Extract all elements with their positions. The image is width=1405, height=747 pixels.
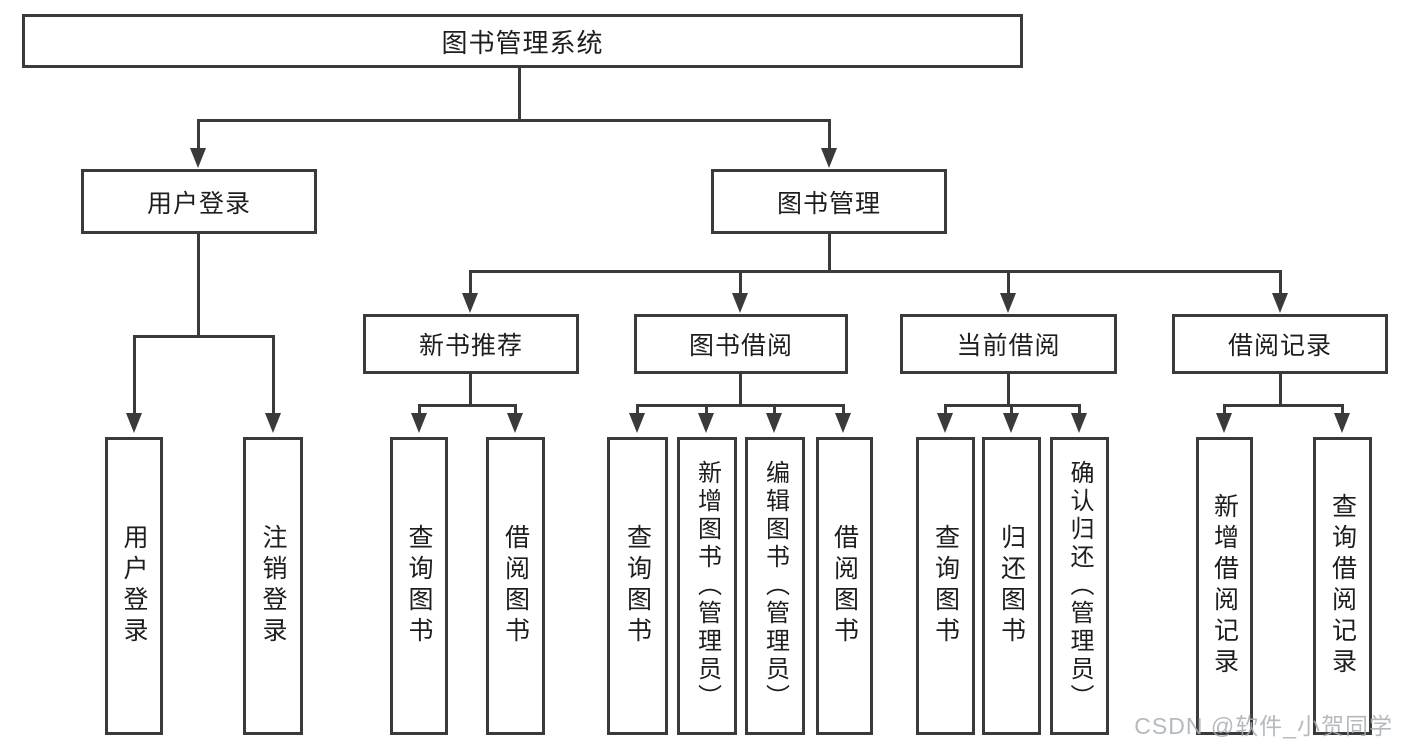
leaf-label: 编辑图书（管理员） [761,460,789,712]
leaf-add-borrow-record: 新增借阅记录 [1196,437,1253,735]
connector-line [133,335,136,414]
connector-line [705,404,708,416]
arrowhead-down-icon [462,293,478,313]
connector-line [469,270,1281,273]
connector-line [469,270,472,294]
leaf-label: 查询图书 [931,524,960,648]
connector-line [1010,404,1013,416]
connector-line [1223,404,1343,407]
connector-line [636,404,844,407]
leaf-label: 确认归还（管理员） [1066,460,1093,712]
leaf-query-books-recommend: 查询图书 [390,437,448,735]
connector-line [197,119,831,122]
connector-line [1007,270,1010,294]
node-current-borrowing: 当前借阅 [900,314,1117,374]
node-label: 借阅记录 [1227,332,1332,360]
arrowhead-down-icon [835,413,851,433]
arrowhead-down-icon [411,413,427,433]
connector-line [469,372,472,407]
arrowhead-down-icon [1071,413,1087,433]
node-book-management: 图书管理 [711,169,947,234]
connector-line [773,404,776,416]
arrowhead-down-icon [937,413,953,433]
node-borrowing-records: 借阅记录 [1172,314,1388,374]
leaf-label: 归还图书 [997,524,1026,648]
arrowhead-down-icon [1216,413,1232,433]
leaf-label: 新增图书（管理员） [693,460,721,712]
connector-line [1007,372,1010,407]
leaf-add-books-admin: 新增图书（管理员） [677,437,737,735]
node-label: 图书管理 [776,189,881,218]
leaf-query-books-borrow: 查询图书 [607,437,668,735]
connector-line [636,404,639,416]
connector-line [418,404,517,407]
leaf-label: 查询借阅记录 [1328,493,1357,679]
leaf-query-borrow-record: 查询借阅记录 [1313,437,1372,735]
leaf-label: 查询图书 [623,524,652,648]
connector-line [1279,372,1282,407]
arrowhead-down-icon [1334,413,1350,433]
arrowhead-down-icon [1272,293,1288,313]
leaf-label: 借阅图书 [501,524,530,648]
arrowhead-down-icon [698,413,714,433]
leaf-label: 查询图书 [405,524,433,648]
arrowhead-down-icon [766,413,782,433]
connector-line [514,404,517,416]
arrowhead-down-icon [732,293,748,313]
connector-line [1223,404,1226,416]
arrowhead-down-icon [1000,293,1016,313]
node-library-management-system: 图书管理系统 [22,14,1023,68]
node-label: 用户登录 [146,189,251,218]
node-book-borrowing: 图书借阅 [634,314,848,374]
node-label: 当前借阅 [956,332,1061,360]
connector-line [197,119,200,149]
connector-line [944,404,947,416]
connector-line [133,335,275,338]
connector-line [739,270,742,294]
connector-line [1078,404,1081,416]
connector-line [739,372,742,407]
connector-line [518,68,521,121]
arrowhead-down-icon [1003,413,1019,433]
leaf-confirm-return-admin: 确认归还（管理员） [1050,437,1109,735]
connector-line [842,404,845,416]
csdn-watermark: CSDN @软件_小贺同学 [1134,713,1393,739]
leaf-label: 借阅图书 [830,524,859,648]
arrowhead-down-icon [190,148,206,168]
arrowhead-down-icon [507,413,523,433]
leaf-borrow-books-recommend: 借阅图书 [486,437,545,735]
leaf-logout: 注销登录 [243,437,303,735]
connector-line [272,335,275,414]
arrowhead-down-icon [821,148,837,168]
leaf-label: 注销登录 [259,524,287,648]
arrowhead-down-icon [629,413,645,433]
node-label: 图书借阅 [688,332,793,360]
leaf-edit-books-admin: 编辑图书（管理员） [745,437,805,735]
leaf-label: 新增借阅记录 [1210,493,1239,679]
node-new-book-recommendation: 新书推荐 [363,314,579,374]
leaf-borrow-books: 借阅图书 [816,437,873,735]
node-label: 新书推荐 [418,332,523,360]
connector-line [828,234,831,273]
connector-line [1341,404,1344,416]
connector-line [1279,270,1282,294]
leaf-return-books: 归还图书 [982,437,1041,735]
arrowhead-down-icon [126,413,142,433]
node-user-login: 用户登录 [81,169,317,234]
node-label: 图书管理系统 [441,27,604,58]
leaf-user-login: 用户登录 [105,437,163,735]
leaf-label: 用户登录 [120,524,148,648]
connector-line [828,119,831,149]
arrowhead-down-icon [265,413,281,433]
leaf-query-books-current: 查询图书 [916,437,975,735]
connector-line [418,404,421,416]
connector-line [197,234,200,338]
